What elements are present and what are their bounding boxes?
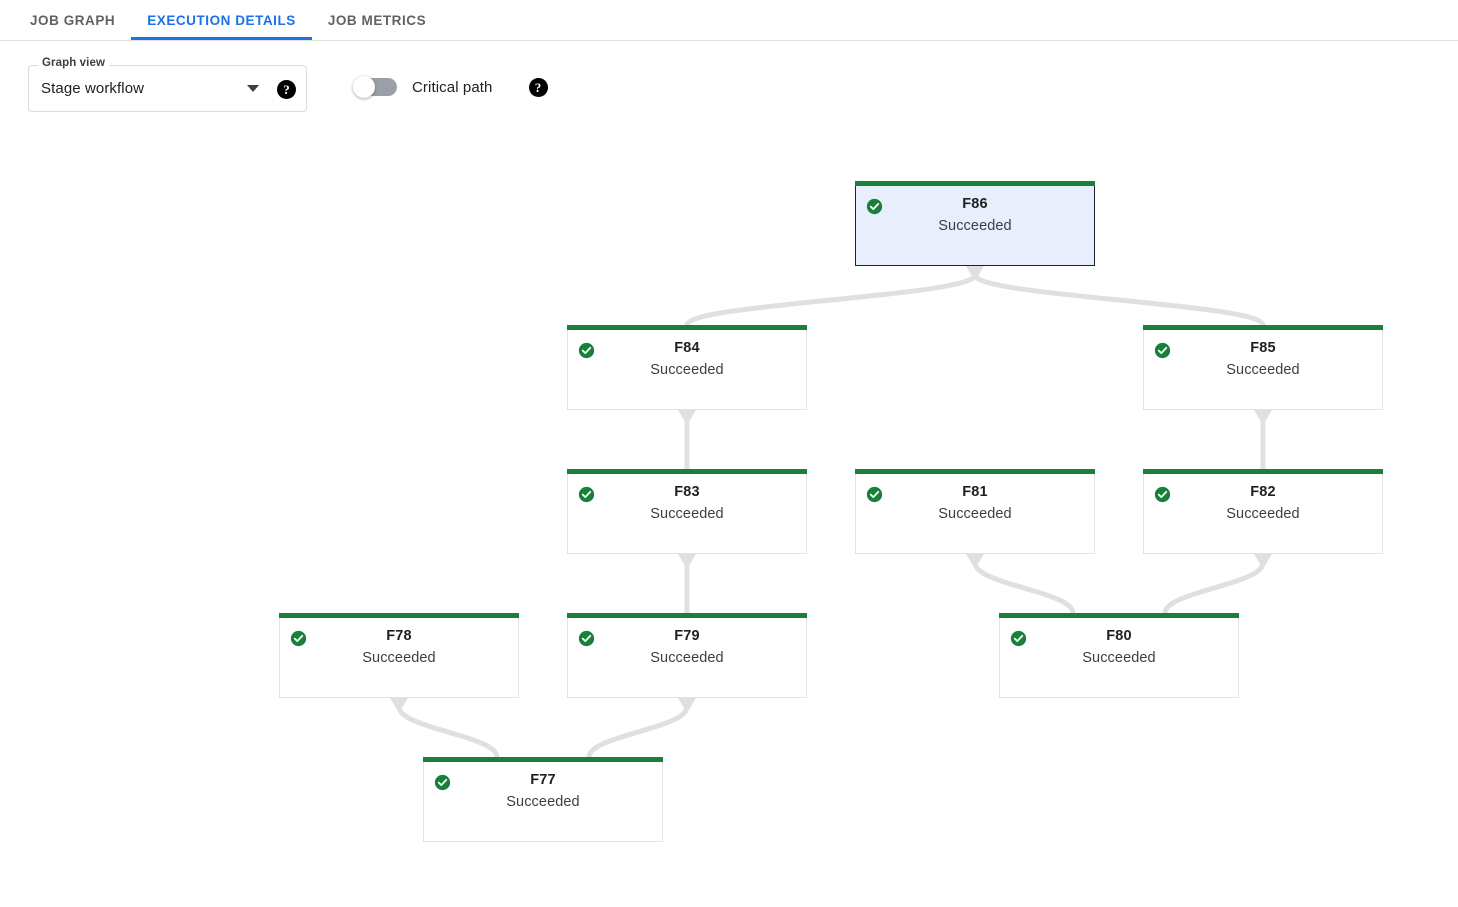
node-status-bar xyxy=(567,469,807,474)
node-status-bar xyxy=(1143,469,1383,474)
critical-path-toggle[interactable] xyxy=(353,76,397,98)
edge-f81-f80 xyxy=(966,554,1076,614)
check-circle-icon xyxy=(1154,342,1171,359)
graph-view-select[interactable]: Graph view Stage workflow ? xyxy=(28,57,307,112)
node-title: F86 xyxy=(962,196,988,212)
tab-job-graph[interactable]: JOB GRAPH xyxy=(14,0,131,40)
node-status-bar xyxy=(855,181,1095,186)
check-circle-icon xyxy=(866,198,883,215)
node-status-bar xyxy=(1143,325,1383,330)
node-status: Succeeded xyxy=(1226,506,1300,522)
node-status: Succeeded xyxy=(938,506,1012,522)
node-status: Succeeded xyxy=(650,362,724,378)
node-status-bar xyxy=(999,613,1239,618)
node-status: Succeeded xyxy=(938,218,1012,234)
edge-f83-f79 xyxy=(678,554,696,613)
node-status-bar xyxy=(423,757,663,762)
edge-f78-f77 xyxy=(390,698,500,758)
edge-f84-f83 xyxy=(678,410,696,469)
node-status-bar xyxy=(567,613,807,618)
graph-view-value: Stage workflow xyxy=(41,80,145,97)
node-title: F85 xyxy=(1250,340,1276,356)
edge-f82-f80 xyxy=(1162,554,1272,614)
critical-path-help-icon[interactable]: ? xyxy=(528,77,548,97)
check-circle-icon xyxy=(578,486,595,503)
node-status: Succeeded xyxy=(1226,362,1300,378)
edge-f86-f85 xyxy=(966,266,1266,327)
graph-view-label: Graph view xyxy=(38,57,109,70)
node-status: Succeeded xyxy=(650,650,724,666)
tab-label: JOB METRICS xyxy=(327,12,427,28)
node-status-bar xyxy=(855,469,1095,474)
check-circle-icon xyxy=(434,774,451,791)
tab-label: EXECUTION DETAILS xyxy=(147,12,296,28)
node-title: F80 xyxy=(1106,628,1132,644)
edge-f79-f77 xyxy=(586,698,696,758)
edge-f85-f82 xyxy=(1254,410,1272,469)
node-title: F78 xyxy=(386,628,412,644)
critical-path-toggle-group: Critical path ? xyxy=(353,76,548,98)
check-circle-icon xyxy=(1010,630,1027,647)
node-status-bar xyxy=(279,613,519,618)
critical-path-label: Critical path xyxy=(412,78,493,96)
node-title: F83 xyxy=(674,484,700,500)
node-title: F79 xyxy=(674,628,700,644)
tab-bar: JOB GRAPH EXECUTION DETAILS JOB METRICS xyxy=(0,0,1458,41)
node-title: F84 xyxy=(674,340,700,356)
check-circle-icon xyxy=(290,630,307,647)
tab-execution-details[interactable]: EXECUTION DETAILS xyxy=(131,0,312,40)
tab-label: JOB GRAPH xyxy=(30,12,116,28)
node-status: Succeeded xyxy=(1082,650,1156,666)
node-status-bar xyxy=(567,325,807,330)
check-circle-icon xyxy=(578,342,595,359)
toggle-knob xyxy=(353,76,375,98)
node-title: F81 xyxy=(962,484,988,500)
node-status: Succeeded xyxy=(506,794,580,810)
graph-view-help-icon[interactable]: ? xyxy=(277,79,296,99)
edge-f86-f84 xyxy=(684,266,984,327)
node-title: F77 xyxy=(530,772,556,788)
chevron-down-icon[interactable] xyxy=(247,85,259,92)
tab-job-metrics[interactable]: JOB METRICS xyxy=(312,0,442,40)
node-title: F82 xyxy=(1250,484,1276,500)
check-circle-icon xyxy=(1154,486,1171,503)
check-circle-icon xyxy=(578,630,595,647)
check-circle-icon xyxy=(866,486,883,503)
graph-toolbar: Graph view Stage workflow ? Critical pat… xyxy=(0,41,1458,137)
node-status: Succeeded xyxy=(362,650,436,666)
node-status: Succeeded xyxy=(650,506,724,522)
